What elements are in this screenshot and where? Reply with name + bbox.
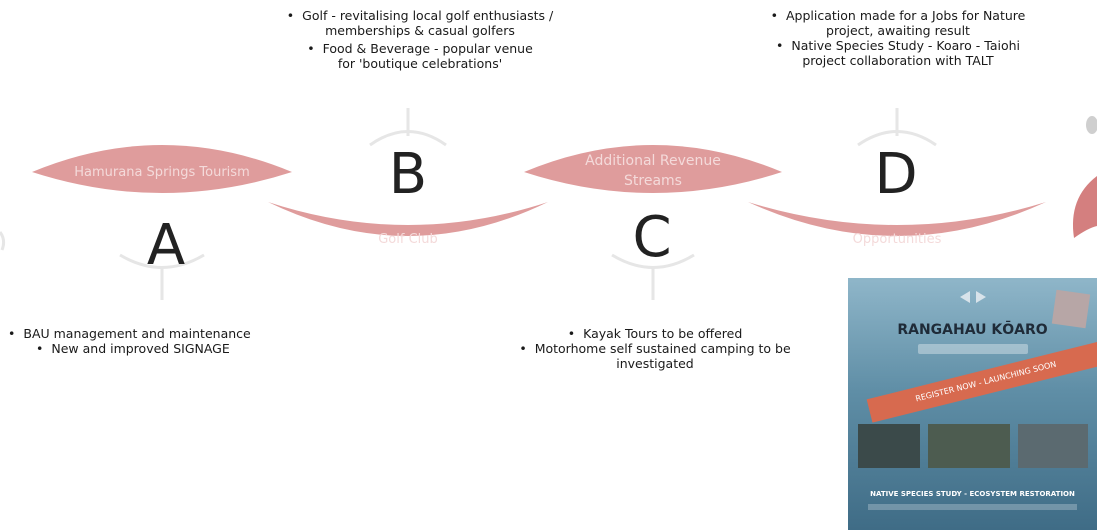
poster-title: RANGAHAU KŌARO [897, 322, 1048, 338]
segment-d-label: Opportunities [853, 232, 942, 247]
poster-footer-bar [868, 504, 1077, 510]
poster-subtitle-bar [918, 344, 1028, 354]
note-a-2: New and improved SIGNAGE [0, 341, 330, 356]
segment-d-letter: D [874, 142, 917, 207]
segment-a-label: Hamurana Springs Tourism [74, 165, 249, 180]
arc-d [857, 130, 937, 147]
note-c-1: Kayak Tours to be offered [495, 326, 815, 341]
segment-a-letter: A [147, 213, 185, 278]
segment-a-shape [32, 145, 292, 193]
note-c-2: Motorhome self sustained camping to be i… [495, 341, 815, 371]
arc-c [611, 253, 695, 269]
poster-logo-icon [960, 291, 986, 303]
segment-c-letter: C [632, 205, 671, 270]
arc-a [119, 253, 205, 269]
poster-photo-2 [928, 424, 1010, 468]
note-b-1: Golf - revitalising local golf enthusias… [270, 8, 570, 38]
segment-c-label-line2: Streams [624, 173, 682, 189]
segment-b-label: Golf Club [378, 232, 438, 247]
note-d-2: Native Species Study - Koaro - Taiohi pr… [748, 38, 1048, 68]
notes-d: Application made for a Jobs for Nature p… [748, 8, 1048, 68]
segment-b-shape [268, 202, 548, 236]
poster-photo-3 [1018, 424, 1088, 468]
note-a-1: BAU management and maintenance [0, 326, 330, 341]
notes-c: Kayak Tours to be offered Motorhome self… [495, 326, 815, 371]
segment-d-shape [748, 202, 1046, 236]
poster-photo-1 [858, 424, 920, 468]
arc-b [369, 130, 447, 147]
segment-e-dot [1086, 116, 1097, 134]
left-edge-arc [0, 231, 6, 251]
segment-b-letter: B [389, 142, 427, 207]
segment-c-shape [524, 145, 782, 193]
notes-a: BAU management and maintenance New and i… [0, 326, 330, 356]
segment-c-label-line1: Additional Revenue [585, 153, 721, 169]
note-d-1: Application made for a Jobs for Nature p… [748, 8, 1048, 38]
notes-b: Golf - revitalising local golf enthusias… [270, 8, 570, 71]
note-b-2: Food & Beverage - popular venue for 'bou… [270, 41, 570, 71]
poster-footer: NATIVE SPECIES STUDY - ECOSYSTEM RESTORA… [870, 490, 1075, 498]
rangahau-koaro-poster: RANGAHAU KŌARO REGISTER NOW - LAUNCHING … [848, 278, 1097, 530]
segment-e-partial [1072, 176, 1097, 238]
